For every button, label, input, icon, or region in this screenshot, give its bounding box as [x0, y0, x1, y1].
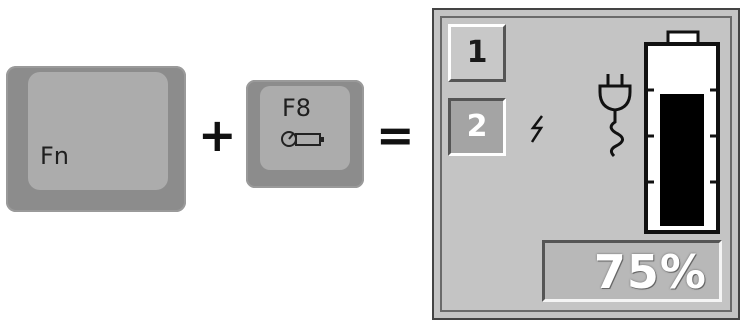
battery-scale-ticks — [648, 88, 716, 184]
fn-key-label: Fn — [40, 142, 70, 170]
battery-fill — [660, 94, 704, 226]
fn-key-face — [28, 72, 168, 190]
battery-selector-2[interactable]: 2 — [448, 98, 506, 156]
f8-key[interactable]: F8 — [246, 80, 364, 188]
plus-sign: + — [198, 108, 237, 162]
battery-key-icon — [281, 131, 324, 147]
f8-key-label: F8 — [282, 94, 312, 122]
battery-selector-1[interactable]: 1 — [448, 24, 506, 82]
power-plug-icon — [598, 74, 632, 158]
fn-key[interactable]: Fn — [6, 66, 186, 212]
battery-panel-frame — [440, 16, 732, 312]
battery-gauge — [644, 30, 720, 234]
f8-key-face — [260, 86, 350, 170]
lightning-icon — [530, 115, 544, 143]
battery-percent-box: 75% — [542, 240, 722, 302]
battery-percent-label: 75% — [593, 245, 707, 299]
equals-sign: = — [376, 108, 415, 162]
